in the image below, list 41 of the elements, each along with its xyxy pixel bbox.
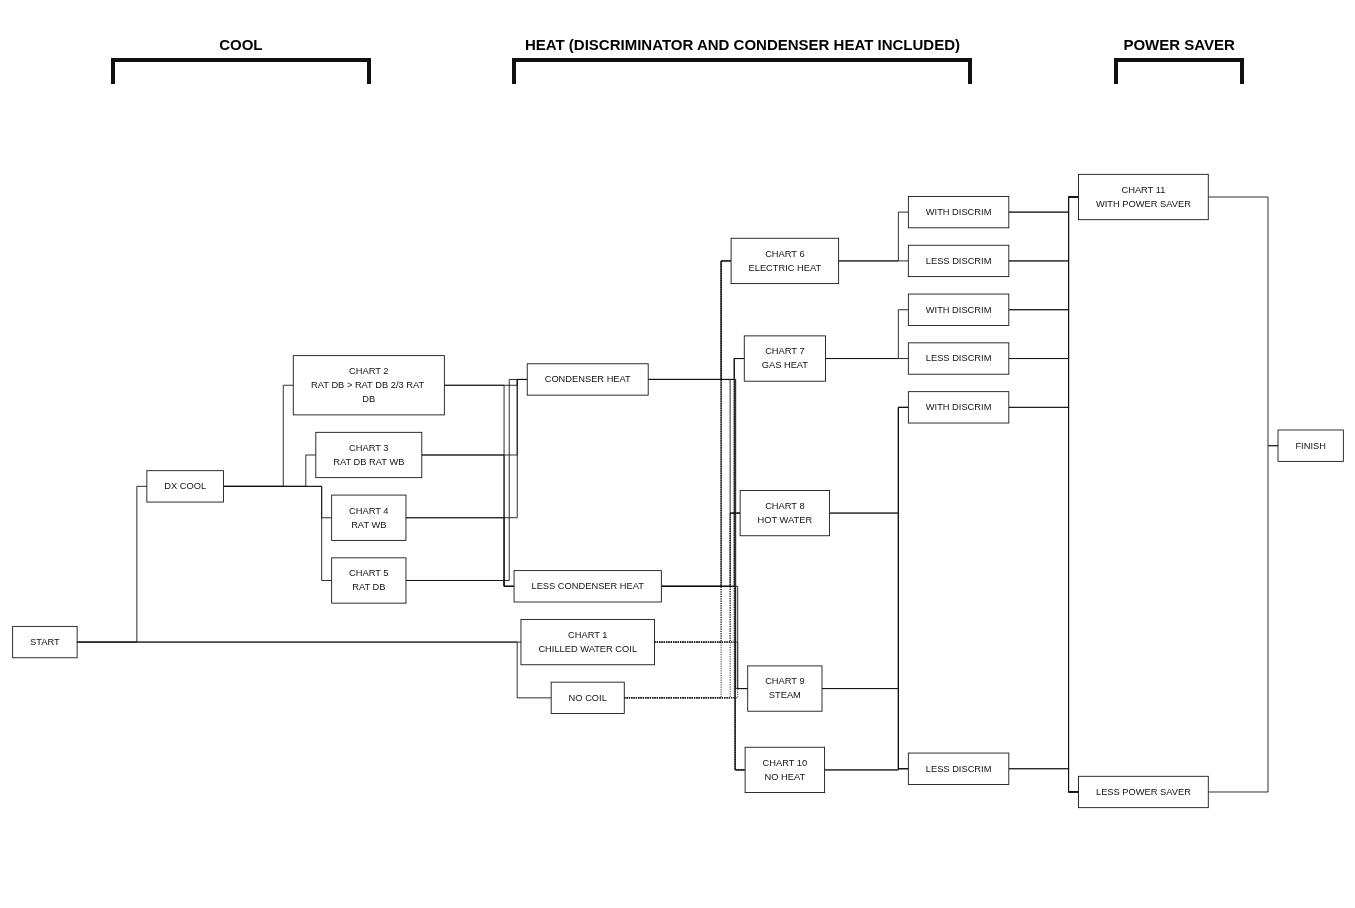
connector <box>653 641 746 770</box>
node-box: CONDENSER HEAT <box>526 362 649 396</box>
connector <box>1007 767 1079 792</box>
node-box: CHART 2 RAT DB > RAT DB 2/3 RAT DB <box>292 354 445 415</box>
node-box: LESS DISCRIM <box>907 341 1009 375</box>
node-box: CHART 5 RAT DB <box>330 556 406 604</box>
node-box: CHART 4 RAT WB <box>330 494 406 541</box>
node-box: START <box>11 625 78 658</box>
node-box: DX COOL <box>145 469 224 502</box>
node-box: CHART 6 ELECTRIC HEAT <box>730 237 839 284</box>
connector <box>1207 444 1278 792</box>
node-box: NO COIL <box>550 681 625 714</box>
connector <box>824 308 909 359</box>
node-box: CHART 8 HOT WATER <box>739 489 830 536</box>
node-box: CHART 9 STEAM <box>746 664 822 712</box>
node-box: FINISH <box>1277 429 1344 462</box>
connector <box>837 211 909 261</box>
connector <box>405 516 514 587</box>
node-box: LESS CONDENSER HEAT <box>513 569 662 602</box>
connector <box>647 378 746 770</box>
node-box: LESS DISCRIM <box>907 244 1009 277</box>
node-box: CHART 3 RAT DB RAT WB <box>314 431 422 478</box>
connector <box>837 260 909 261</box>
node-box: LESS DISCRIM <box>907 752 1009 785</box>
node-box: CHART 10 NO HEAT <box>744 746 825 793</box>
node-box: CHART 1 CHILLED WATER COIL <box>520 618 655 665</box>
connector <box>76 641 552 698</box>
connector <box>222 485 332 581</box>
connector <box>824 357 909 359</box>
node-box: CHART 7 GAS HEAT <box>743 334 826 382</box>
node-box: WITH DISCRIM <box>907 195 1009 228</box>
connector <box>405 579 514 587</box>
connector <box>823 406 909 770</box>
node-box: LESS POWER SAVER <box>1077 775 1209 808</box>
node-box: WITH DISCRIM <box>907 390 1009 423</box>
node-box: CHART 11 WITH POWER SAVER <box>1077 173 1209 220</box>
connector <box>823 767 909 770</box>
connector <box>821 687 909 769</box>
node-box: WITH DISCRIM <box>907 293 1009 326</box>
connector <box>660 585 746 770</box>
group-heading: HEAT (DISCRIMINATOR AND CONDENSER HEAT INCLUDED) <box>512 36 973 84</box>
